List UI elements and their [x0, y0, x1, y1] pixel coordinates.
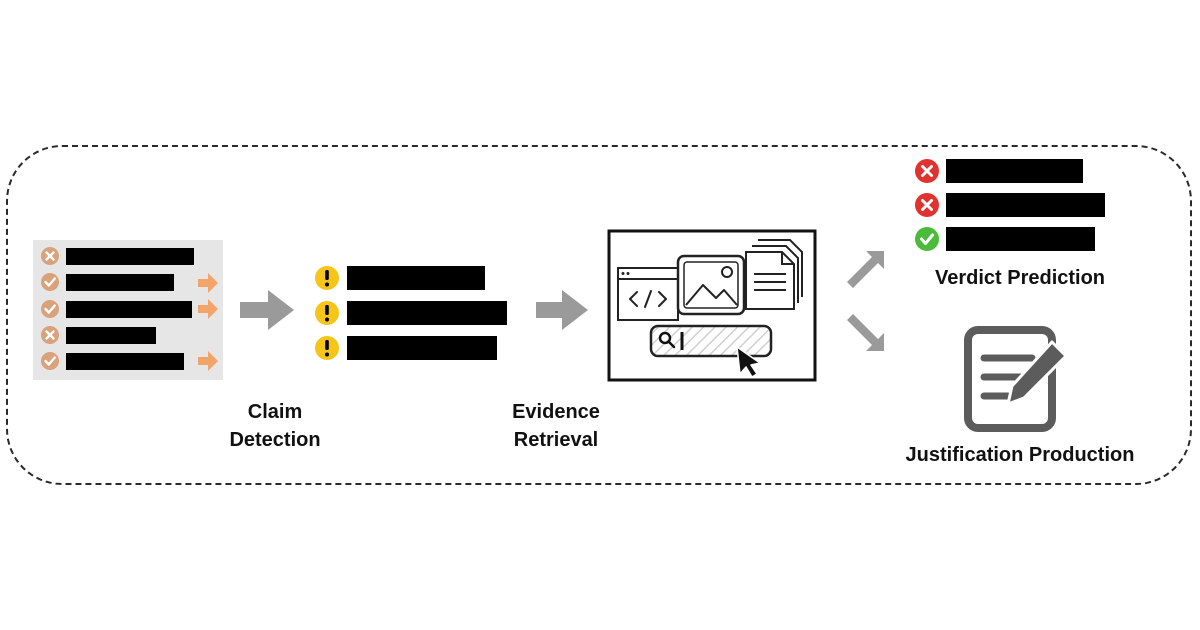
redacted-text-bar [66, 353, 184, 370]
pipeline-frame [6, 145, 1192, 485]
check-circle-icon [41, 300, 59, 318]
check-circle-icon [41, 352, 59, 370]
x-circle-icon [915, 193, 939, 217]
selected-item-arrow [198, 351, 218, 371]
exclamation-circle-icon [315, 266, 339, 290]
redacted-text-bar [66, 274, 174, 291]
verdict-prediction-label: Verdict Prediction [934, 267, 1106, 289]
code-window-icon [617, 267, 679, 321]
image-icon [676, 254, 746, 316]
exclamation-circle-icon [315, 301, 339, 325]
edit-document-icon [964, 326, 1068, 432]
redacted-claim-bar [347, 266, 485, 290]
claim-detection-label: Claim Detection [195, 398, 355, 454]
check-circle-icon [915, 227, 939, 251]
redacted-claim-bar [347, 301, 507, 325]
redacted-verdict-bar [946, 159, 1083, 183]
selected-item-arrow [198, 273, 218, 293]
flow-arrow-to-evidence-retrieval [536, 290, 588, 330]
evidence-retrieval-label-line1: Evidence [512, 401, 600, 423]
flow-arrow-to-claim-detection [240, 290, 294, 330]
detected-claims-list [315, 266, 507, 360]
verdict-list [915, 159, 1105, 251]
redacted-text-bar [66, 327, 156, 344]
redacted-text-bar [66, 301, 192, 318]
redacted-verdict-bar [946, 193, 1105, 217]
justification-production-label: Justification Production [905, 444, 1135, 466]
claim-detection-label-line2: Detection [229, 429, 321, 451]
evidence-retrieval-panel [607, 229, 817, 382]
check-circle-icon [41, 273, 59, 291]
flow-arrow-to-justification [847, 314, 884, 351]
document-stack-icon [745, 239, 803, 310]
redacted-claim-bar [347, 336, 497, 360]
flow-arrow-to-verdict [847, 251, 884, 288]
cursor-icon [736, 346, 761, 378]
search-icon [649, 324, 773, 358]
x-circle-icon [41, 247, 59, 265]
x-circle-icon [41, 326, 59, 344]
selected-item-arrow [198, 299, 218, 319]
x-circle-icon [915, 159, 939, 183]
input-document-list [33, 240, 223, 380]
evidence-retrieval-label: Evidence Retrieval [476, 398, 636, 454]
redacted-verdict-bar [946, 227, 1095, 251]
exclamation-circle-icon [315, 336, 339, 360]
claim-detection-label-line1: Claim [247, 401, 303, 423]
redacted-text-bar [66, 248, 194, 265]
evidence-retrieval-label-line2: Retrieval [513, 429, 599, 451]
